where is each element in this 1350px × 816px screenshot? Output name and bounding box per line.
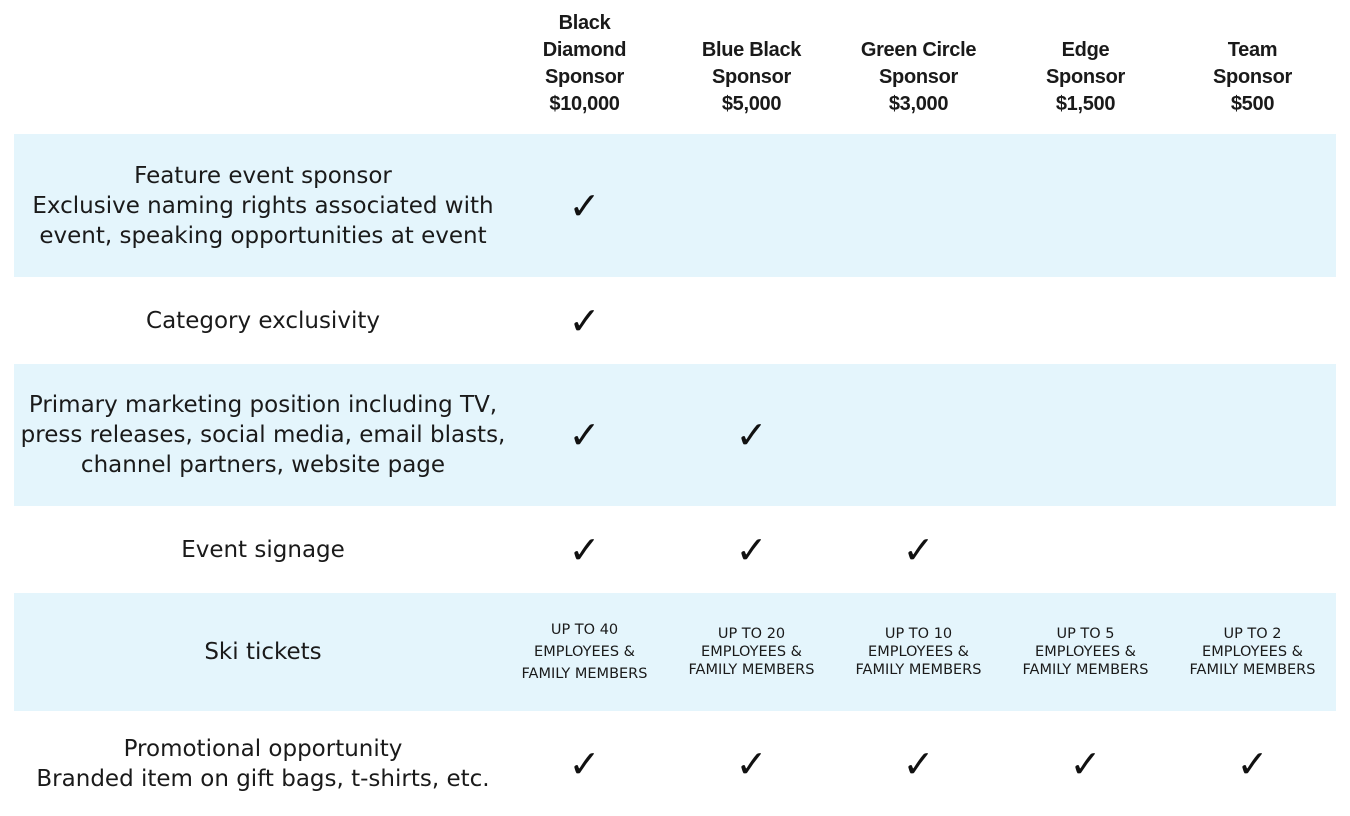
cell: UP TO 2 EMPLOYEES & FAMILY MEMBERS [1169, 593, 1336, 711]
tier-header-green-circle: Green Circle Sponsor $3,000 [835, 0, 1002, 134]
ski-ticket-value: UP TO 40 EMPLOYEES & FAMILY MEMBERS [521, 622, 648, 682]
cell: ✓ [668, 506, 835, 593]
check-icon: ✓ [568, 298, 601, 343]
tier-price: $500 [1230, 93, 1275, 115]
feature-label: Promotional opportunity Branded item on … [14, 711, 512, 816]
feature-text: Feature event sponsor Exclusive naming r… [32, 162, 494, 249]
feature-label: Category exclusivity [14, 277, 512, 364]
tier-name: Blue Black Sponsor [701, 39, 802, 88]
feature-text: Promotional opportunity Branded item on … [36, 735, 490, 792]
feature-label: Primary marketing position including TV,… [14, 364, 512, 506]
cell: UP TO 5 EMPLOYEES & FAMILY MEMBERS [1002, 593, 1169, 711]
check-icon: ✓ [568, 741, 601, 786]
ski-ticket-value: UP TO 2 EMPLOYEES & FAMILY MEMBERS [1189, 626, 1316, 678]
table-row-primary-marketing: Primary marketing position including TV,… [14, 364, 1336, 506]
tier-price: $1,500 [1055, 93, 1116, 115]
check-icon: ✓ [902, 741, 935, 786]
check-icon: ✓ [735, 741, 768, 786]
cell: ✓ [501, 277, 668, 364]
tier-header-row: Black Diamond Sponsor $10,000 Blue Black… [0, 0, 1350, 134]
ski-ticket-value: UP TO 10 EMPLOYEES & FAMILY MEMBERS [855, 626, 982, 678]
check-icon: ✓ [735, 413, 768, 457]
check-icon: ✓ [735, 527, 768, 572]
feature-text: Ski tickets [204, 639, 322, 665]
ski-ticket-value: UP TO 20 EMPLOYEES & FAMILY MEMBERS [688, 626, 815, 678]
tier-price: $3,000 [888, 93, 949, 115]
table-row-ski-tickets: Ski tickets UP TO 40 EMPLOYEES & FAMILY … [14, 593, 1336, 711]
tier-header-blue-black: Blue Black Sponsor $5,000 [668, 0, 835, 134]
check-icon: ✓ [568, 413, 601, 457]
table-row-feature-event-sponsor: Feature event sponsor Exclusive naming r… [14, 134, 1336, 277]
tier-name: Edge Sponsor [1045, 39, 1125, 88]
check-icon: ✓ [1069, 741, 1102, 786]
table-row-event-signage: Event signage ✓ ✓ ✓ [14, 506, 1336, 593]
table-row-promotional-opportunity: Promotional opportunity Branded item on … [14, 711, 1336, 816]
cell: ✓ [1169, 711, 1336, 816]
tier-name: Green Circle Sponsor [860, 39, 977, 88]
check-icon: ✓ [1236, 741, 1269, 786]
tier-price: $5,000 [721, 93, 782, 115]
tier-name: Team Sponsor [1212, 39, 1292, 88]
feature-label: Ski tickets [14, 593, 512, 711]
cell: ✓ [835, 711, 1002, 816]
check-icon: ✓ [568, 527, 601, 572]
tier-header-black-diamond: Black Diamond Sponsor $10,000 [501, 0, 668, 134]
table-row-category-exclusivity: Category exclusivity ✓ [14, 277, 1336, 364]
tier-header-edge: Edge Sponsor $1,500 [1002, 0, 1169, 134]
tier-name: Black Diamond Sponsor [542, 12, 627, 88]
cell: UP TO 40 EMPLOYEES & FAMILY MEMBERS [501, 593, 668, 711]
cell: ✓ [835, 506, 1002, 593]
feature-label: Event signage [14, 506, 512, 593]
check-icon: ✓ [568, 183, 601, 228]
feature-text: Event signage [181, 536, 345, 563]
feature-text: Primary marketing position including TV,… [20, 392, 506, 478]
tier-price: $10,000 [549, 93, 620, 115]
tier-header-team: Team Sponsor $500 [1169, 0, 1336, 134]
cell: UP TO 10 EMPLOYEES & FAMILY MEMBERS [835, 593, 1002, 711]
feature-label: Feature event sponsor Exclusive naming r… [14, 134, 512, 277]
cell: ✓ [668, 711, 835, 816]
cell: ✓ [501, 364, 668, 506]
cell: ✓ [668, 364, 835, 506]
cell: ✓ [501, 134, 668, 277]
cell: ✓ [501, 711, 668, 816]
cell: ✓ [501, 506, 668, 593]
feature-text: Category exclusivity [146, 307, 380, 334]
cell: ✓ [1002, 711, 1169, 816]
check-icon: ✓ [902, 527, 935, 572]
cell: UP TO 20 EMPLOYEES & FAMILY MEMBERS [668, 593, 835, 711]
ski-ticket-value: UP TO 5 EMPLOYEES & FAMILY MEMBERS [1022, 626, 1149, 678]
